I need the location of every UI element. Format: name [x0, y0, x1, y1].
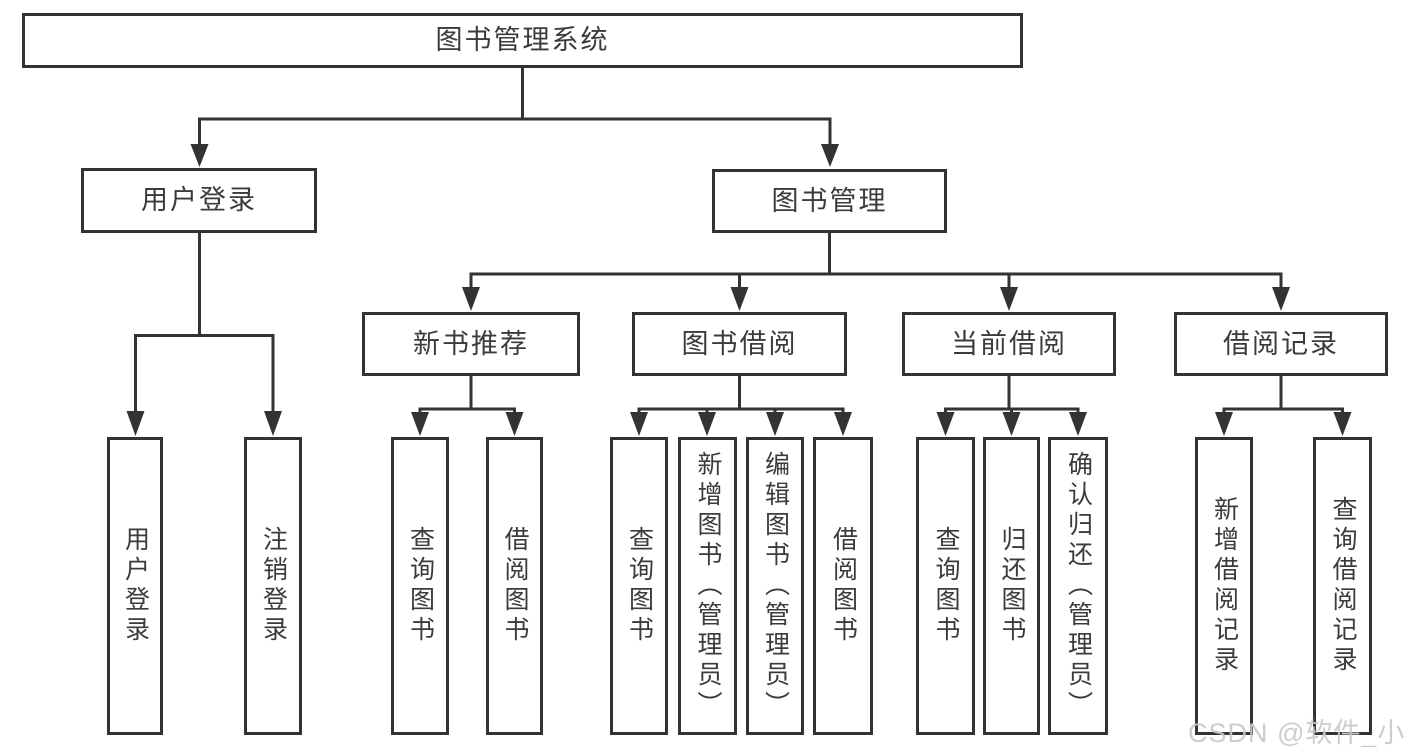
- watermark: CSDN @软件_小贺同学: [1188, 718, 1405, 747]
- node-borrow-records: 借阅记录: [1174, 312, 1388, 376]
- node-label: 当前借阅: [951, 328, 1067, 359]
- leaf-label: 确认归还（管理员）: [1064, 451, 1093, 721]
- node-book-management: 图书管理: [712, 169, 947, 233]
- node-label: 图书管理系统: [435, 25, 610, 55]
- leaf-query-books-borrow: 查询图书: [610, 437, 668, 735]
- node-current-borrow: 当前借阅: [902, 312, 1116, 376]
- leaf-label: 新增借阅记录: [1210, 496, 1239, 676]
- leaf-label: 查询图书: [406, 526, 435, 646]
- node-book-borrow: 图书借阅: [632, 312, 847, 376]
- leaf-confirm-return-admin: 确认归还（管理员）: [1048, 437, 1108, 735]
- leaf-add-books-admin: 新增图书（管理员）: [678, 437, 737, 735]
- leaf-borrow-books-recommend: 借阅图书: [486, 437, 543, 735]
- leaf-borrow-books: 借阅图书: [813, 437, 873, 735]
- leaf-label: 用户登录: [121, 526, 150, 646]
- node-library-system: 图书管理系统: [22, 13, 1023, 68]
- leaf-label: 查询图书: [625, 526, 654, 646]
- node-label: 图书管理: [771, 185, 888, 216]
- leaf-add-borrow-record: 新增借阅记录: [1195, 437, 1253, 735]
- leaf-label: 新增图书（管理员）: [694, 451, 722, 721]
- node-label: 图书借阅: [681, 328, 798, 359]
- node-label: 借阅记录: [1223, 328, 1339, 359]
- node-label: 新书推荐: [413, 328, 529, 359]
- leaf-query-books-current: 查询图书: [916, 437, 975, 735]
- leaf-label: 编辑图书（管理员）: [761, 451, 790, 721]
- leaf-user-login: 用户登录: [107, 437, 163, 735]
- leaf-label: 查询借阅记录: [1329, 496, 1357, 676]
- leaf-label: 查询图书: [932, 526, 960, 646]
- leaf-logout: 注销登录: [244, 437, 302, 735]
- node-label: 用户登录: [141, 185, 257, 215]
- node-user-login: 用户登录: [81, 168, 317, 233]
- leaf-label: 归还图书: [998, 526, 1026, 646]
- leaf-return-books: 归还图书: [983, 437, 1040, 735]
- leaf-query-books-recommend: 查询图书: [391, 437, 449, 735]
- leaf-query-borrow-record: 查询借阅记录: [1313, 437, 1372, 735]
- leaf-label: 注销登录: [259, 526, 288, 646]
- leaf-label: 借阅图书: [501, 526, 529, 646]
- leaf-edit-books-admin: 编辑图书（管理员）: [746, 437, 804, 735]
- leaf-label: 借阅图书: [829, 526, 858, 646]
- node-new-book-recommend: 新书推荐: [362, 312, 580, 376]
